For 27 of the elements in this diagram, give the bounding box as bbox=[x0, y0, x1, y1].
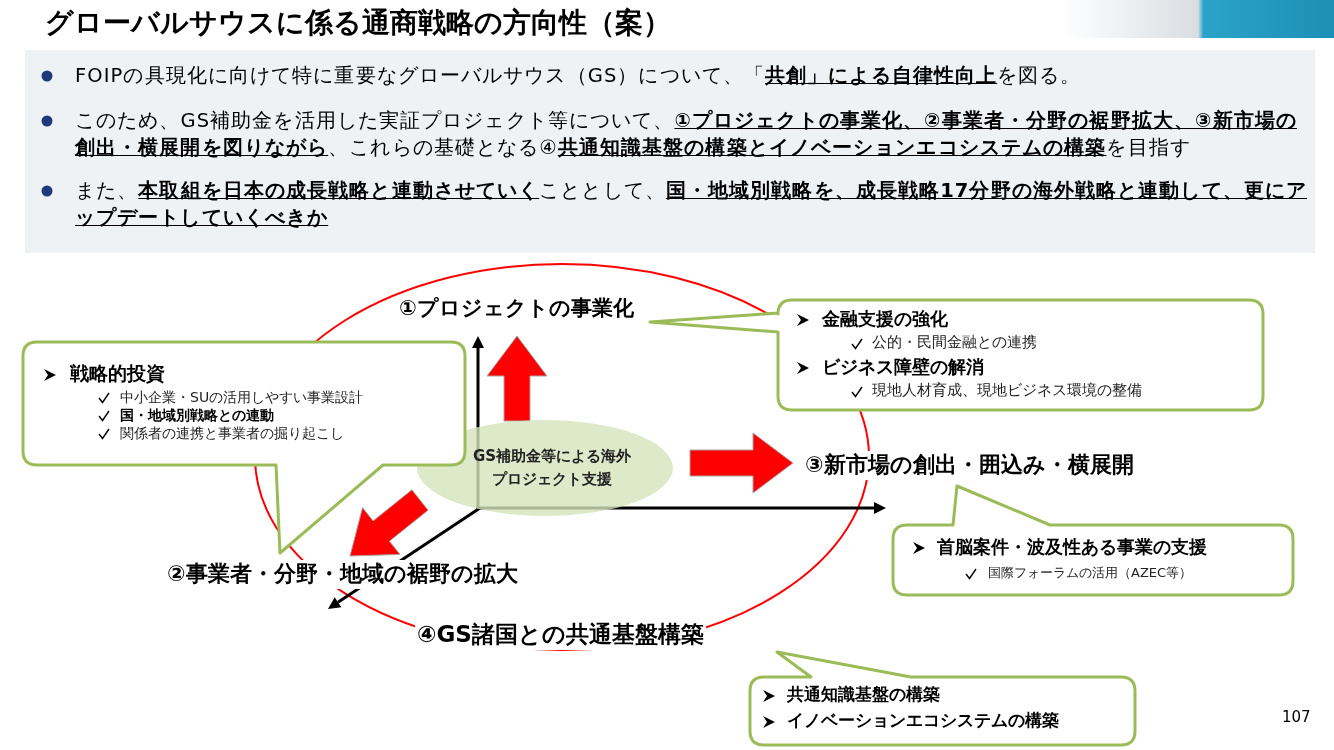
bubble-heading: 戦略的投資 bbox=[70, 362, 165, 385]
bullet-text: また、本取組を日本の成長戦略と連動させていくこととして、国・地域別戦略を、成長戦略17分野の海外戦略と連動して、更にアップデートしていくべきか bbox=[75, 178, 1309, 231]
block-arrow bbox=[349, 489, 429, 557]
bubble-heading: 金融支援の強化 bbox=[822, 308, 948, 330]
speech-bubble bbox=[20, 339, 468, 556]
block-arrow bbox=[486, 335, 548, 422]
bubble-heading: 共通知識基盤の構築 bbox=[787, 684, 940, 705]
bullet-text: FOIPの具現化に向けて特に重要なグローバルサウス（GS）について、「共創」による自律性向上を図る。 bbox=[75, 63, 1083, 89]
speech-bubble bbox=[747, 649, 1138, 748]
axis-label: ②事業者・分野・地域の裾野の拡大 bbox=[165, 560, 520, 589]
bubble-item: 公的・民間金融との連携 bbox=[872, 333, 1037, 352]
bubble-item: 現地人材育成、現地ビジネス環境の整備 bbox=[872, 381, 1142, 400]
bubble-item: 国・地域別戦略との連動 bbox=[120, 406, 274, 424]
bullet-text: このため、GS補助金を活用した実証プロジェクト等について、①プロジェクトの事業化、②事業者・分野の裾野拡大、③新市場の創出・横展開を図りながら、これらの基礎となる④共通知識基盤の構築とイノベーションエコシステムの構築を目指す bbox=[75, 108, 1298, 161]
bubble-item: 中小企業・SUの活用しやすい事業設計 bbox=[120, 388, 364, 406]
bubble-heading: 首脳案件・波及性ある事業の支援 bbox=[937, 536, 1207, 558]
bubble-heading: ビジネス障壁の解消 bbox=[822, 356, 984, 378]
bubble-item: 国際フォーラムの活用（AZEC等） bbox=[988, 564, 1193, 581]
bubble-item: 関係者の連携と事業者の掘り起こし bbox=[120, 424, 344, 442]
axis-label: ④GS諸国との共通基盤構築 bbox=[415, 620, 706, 650]
speech-bubble bbox=[890, 483, 1296, 598]
block-arrow bbox=[689, 432, 794, 494]
bubble-heading: イノベーションエコシステムの構築 bbox=[787, 710, 1059, 731]
title: グローバルサウスに係る通商戦略の方向性（案） bbox=[45, 5, 671, 41]
page-number: 107 bbox=[1282, 708, 1311, 726]
speech-bubble bbox=[647, 297, 1266, 413]
axis-label: ③新市場の創出・囲込み・横展開 bbox=[803, 451, 1136, 480]
